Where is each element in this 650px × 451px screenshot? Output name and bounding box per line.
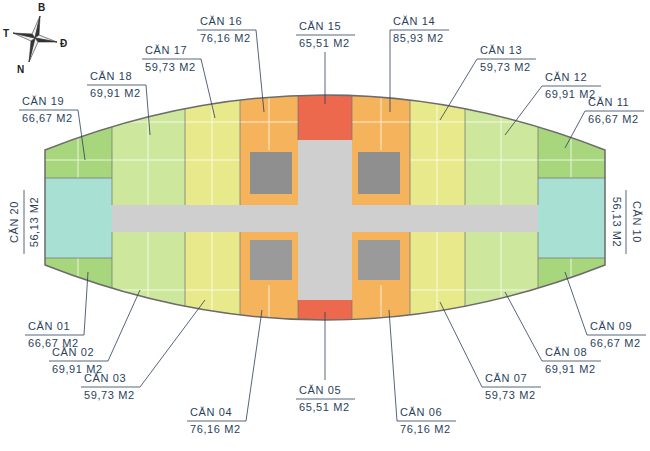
unit-name: CĂN 10 [630,201,643,243]
unit-area-value: 76,16 M2 [200,32,251,45]
unit-border [45,178,605,258]
unit-name: CĂN 19 [22,95,64,108]
lift-core [358,152,400,194]
compass-arm [13,33,35,41]
unit-name: CĂN 17 [145,44,187,57]
compass-letter: Đ [60,37,67,50]
compass-letter: N [17,63,24,76]
building-outline [45,95,605,320]
lift-core [358,240,400,280]
label-rule [24,190,626,254]
unit-name: CĂN 03 [84,372,126,385]
label-rule [25,335,646,421]
compass-arm [35,35,57,42]
lift-core [250,152,292,194]
leader-line [78,30,585,160]
unit-name: CĂN 02 [52,346,94,359]
compass-arm [29,38,38,62]
unit-area-value: 59,73 M2 [84,389,135,402]
compass-arm [29,38,35,62]
unit-area-value: 76,16 M2 [190,423,241,436]
unit-area-value: 56,13 M2 [610,197,623,248]
room-wall [45,122,605,330]
unit-area-value: 66,67 M2 [590,337,641,350]
unit-area-value: 59,73 M2 [480,61,531,74]
unit-name: CĂN 09 [590,320,632,333]
unit-area-value: 76,16 M2 [400,423,451,436]
unit-area-value: 69,91 M2 [90,87,141,100]
unit-area-value: 85,93 M2 [393,32,444,45]
unit-name: CĂN 01 [28,320,70,333]
unit-name: CĂN 11 [588,96,629,109]
unit-name: CĂN 12 [545,71,587,84]
unit-name: CĂN 15 [299,20,341,33]
compass-arm [35,38,57,42]
compass-letter: B [38,1,45,14]
unit-name: CĂN 14 [393,15,435,28]
unit-area-value: 65,51 M2 [299,37,350,50]
unit-area-value: 65,51 M2 [299,401,350,414]
leader-lines [78,30,587,421]
label-rules [19,30,646,421]
leader-line [84,272,587,421]
unit-area-value: 66,67 M2 [588,113,639,126]
unit-name: CĂN 16 [200,15,242,28]
corridor [298,140,352,300]
unit-area [538,178,605,258]
compass-arm [13,33,35,38]
lift-core [250,240,292,280]
unit-name: CĂN 20 [8,201,21,243]
unit-area-value: 66,67 M2 [22,112,73,125]
unit-name: CĂN 05 [299,384,341,397]
label-rule [19,30,644,111]
unit-area [45,178,112,258]
compass-arm [35,16,40,38]
unit-area-value: 56,13 M2 [28,197,41,248]
unit-name: CĂN 07 [485,372,527,385]
unit-area-value: 59,73 M2 [145,61,196,74]
unit-area-value: 69,91 M2 [545,363,596,376]
compass-arm [32,16,40,38]
unit-area-value: 59,73 M2 [485,389,536,402]
compass-letter: T [3,27,9,40]
compass-rose [13,16,57,62]
unit-name: CĂN 06 [400,406,442,419]
unit-name: CĂN 08 [545,346,587,359]
unit-name: CĂN 18 [90,70,132,83]
unit-name: CĂN 13 [480,44,522,57]
unit-name: CĂN 04 [190,406,232,419]
